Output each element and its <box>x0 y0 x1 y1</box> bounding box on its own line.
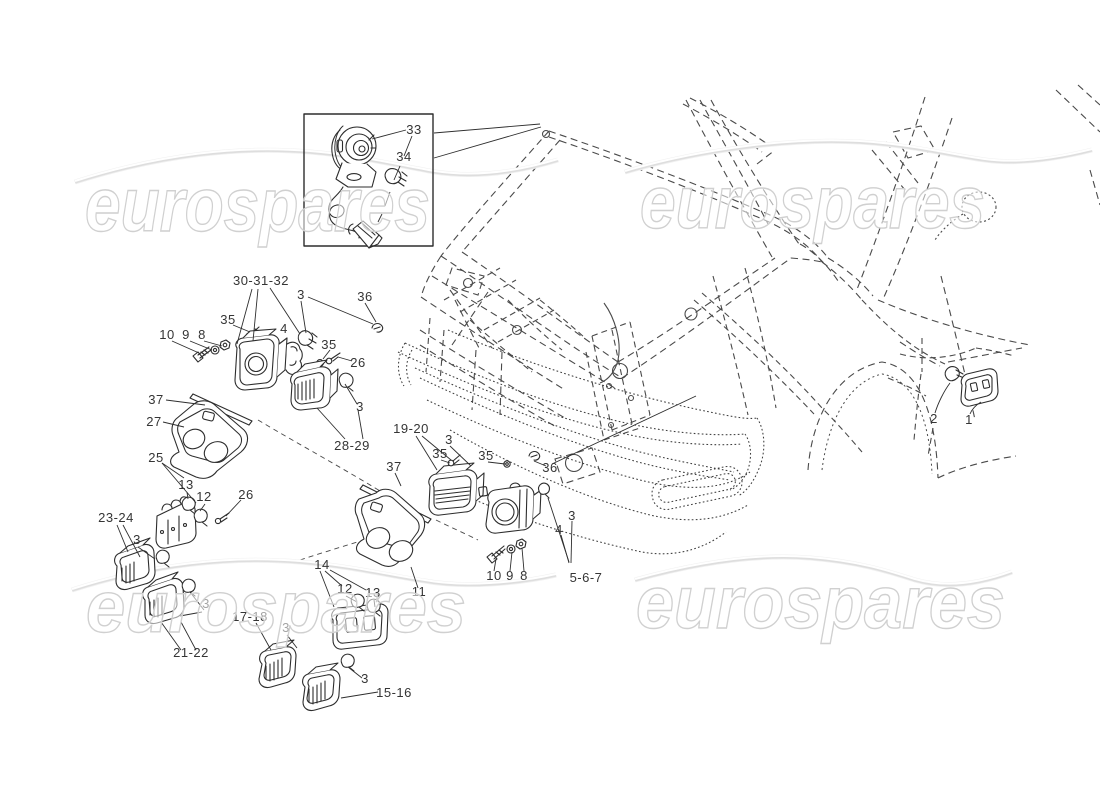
svg-text:21-22: 21-22 <box>173 645 209 660</box>
svg-text:23-24: 23-24 <box>98 510 134 525</box>
svg-text:3: 3 <box>202 596 210 611</box>
svg-text:3: 3 <box>282 620 290 635</box>
svg-text:26: 26 <box>238 487 253 502</box>
svg-text:12: 12 <box>337 581 352 596</box>
svg-text:14: 14 <box>314 557 329 572</box>
svg-text:28-29: 28-29 <box>334 438 370 453</box>
svg-text:eurospares: eurospares <box>85 163 430 248</box>
svg-text:10: 10 <box>486 568 501 583</box>
svg-text:2: 2 <box>930 411 938 426</box>
svg-text:12: 12 <box>196 489 211 504</box>
svg-text:eurospares: eurospares <box>636 561 1005 644</box>
svg-text:3: 3 <box>568 508 576 523</box>
svg-text:35: 35 <box>321 337 336 352</box>
svg-text:3: 3 <box>445 432 453 447</box>
svg-text:37: 37 <box>148 392 163 407</box>
svg-text:19-20: 19-20 <box>393 421 429 436</box>
svg-text:eurospares: eurospares <box>86 568 466 648</box>
svg-text:3: 3 <box>297 287 305 302</box>
svg-text:35: 35 <box>220 312 235 327</box>
svg-text:15-16: 15-16 <box>376 685 412 700</box>
svg-text:8: 8 <box>198 327 206 342</box>
svg-text:13: 13 <box>365 585 380 600</box>
svg-text:1: 1 <box>965 412 973 427</box>
svg-text:4: 4 <box>555 522 563 537</box>
svg-text:25: 25 <box>148 450 163 465</box>
svg-text:35: 35 <box>478 448 493 463</box>
svg-text:17-18: 17-18 <box>232 609 268 624</box>
svg-text:8: 8 <box>520 568 528 583</box>
svg-text:36: 36 <box>542 460 557 475</box>
svg-text:3: 3 <box>133 532 141 547</box>
svg-text:eurospares: eurospares <box>640 161 985 244</box>
svg-text:10: 10 <box>159 327 174 342</box>
svg-text:13: 13 <box>178 477 193 492</box>
svg-text:30-31-32: 30-31-32 <box>233 273 289 288</box>
svg-text:3: 3 <box>356 399 364 414</box>
svg-text:3: 3 <box>361 671 369 686</box>
svg-text:11: 11 <box>412 584 427 599</box>
svg-text:9: 9 <box>182 327 190 342</box>
svg-text:33: 33 <box>406 122 421 137</box>
svg-text:27: 27 <box>146 414 161 429</box>
svg-text:37: 37 <box>386 459 401 474</box>
svg-text:36: 36 <box>357 289 372 304</box>
svg-text:35: 35 <box>432 446 447 461</box>
svg-text:5-6-7: 5-6-7 <box>570 570 603 585</box>
svg-text:4: 4 <box>280 321 288 336</box>
svg-text:26: 26 <box>350 355 365 370</box>
svg-text:9: 9 <box>506 568 514 583</box>
svg-text:34: 34 <box>396 149 411 164</box>
